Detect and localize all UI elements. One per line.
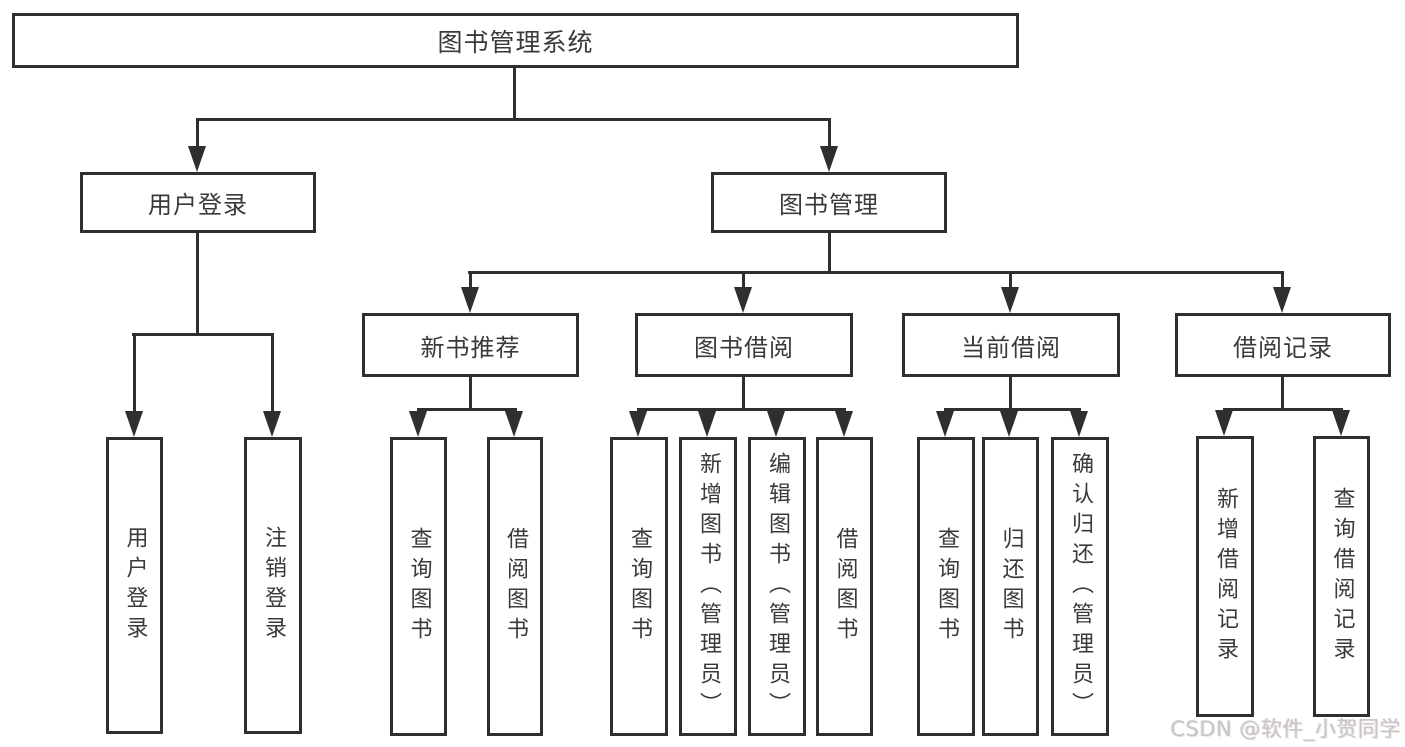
node-label: 查询图书: [406, 526, 432, 647]
connector-arrow: [629, 411, 647, 437]
node-label: 用户登录: [122, 525, 148, 646]
connector-line: [196, 118, 831, 121]
connector-line: [133, 333, 136, 413]
node-book-borrow: 图书借阅: [635, 313, 853, 377]
connector-arrow: [1215, 410, 1233, 436]
connector-line: [468, 271, 1283, 274]
connector-line: [637, 408, 846, 411]
node-label: 新增借阅记录: [1213, 486, 1238, 667]
connector-line: [828, 118, 831, 148]
connector-line: [417, 408, 517, 411]
connector-line: [196, 118, 199, 148]
node-label: 查询图书: [627, 526, 652, 647]
connector-arrow: [188, 146, 206, 172]
connector-line: [1223, 408, 1343, 411]
connector-arrow: [767, 411, 785, 437]
connector-arrow: [698, 411, 716, 437]
leaf-add-borrow-record: 新增借阅记录: [1196, 436, 1254, 717]
connector-arrow: [263, 411, 281, 437]
leaf-return-book: 归还图书: [982, 437, 1039, 736]
leaf-user-login: 用户登录: [106, 437, 163, 734]
watermark: CSDN @软件_小贺同学: [1170, 717, 1401, 741]
connector-arrow: [820, 146, 838, 172]
connector-line: [196, 233, 199, 333]
connector-line: [944, 408, 1081, 411]
node-label: 确认归还（管理员）: [1068, 451, 1093, 722]
node-user-login: 用户登录: [80, 172, 316, 233]
node-label: 查询图书: [934, 526, 959, 647]
connector-line: [132, 333, 274, 336]
leaf-borrow-books-recommend: 借阅图书: [487, 437, 543, 736]
leaf-query-books-borrow: 查询图书: [610, 437, 668, 736]
node-label: 新增图书（管理员）: [696, 451, 721, 722]
connector-arrow: [1001, 287, 1019, 313]
connector-arrow: [409, 411, 427, 437]
connector-line: [828, 233, 831, 271]
connector-line: [1009, 271, 1012, 289]
node-label: 注销登录: [261, 525, 286, 646]
connector-line: [1281, 377, 1284, 408]
connector-arrow: [936, 411, 954, 437]
connector-line: [742, 377, 745, 408]
connector-arrow: [835, 411, 853, 437]
node-label: 归还图书: [998, 526, 1024, 647]
connector-arrow: [734, 287, 752, 313]
node-label: 借阅图书: [503, 526, 528, 647]
connector-line: [469, 377, 472, 408]
node-label: 查询借阅记录: [1329, 486, 1355, 667]
connector-arrow: [125, 411, 143, 437]
connector-arrow: [1000, 411, 1018, 437]
node-new-book-recommend: 新书推荐: [362, 313, 579, 377]
leaf-logout: 注销登录: [244, 437, 302, 734]
node-borrow-records: 借阅记录: [1175, 313, 1391, 377]
connector-line: [742, 271, 745, 289]
leaf-edit-book-admin: 编辑图书（管理员）: [748, 437, 806, 736]
connector-arrow: [505, 411, 523, 437]
leaf-query-borrow-record: 查询借阅记录: [1313, 436, 1370, 717]
node-label: 编辑图书（管理员）: [765, 451, 790, 722]
connector-arrow: [1273, 287, 1291, 313]
leaf-query-books-current: 查询图书: [917, 437, 975, 736]
node-root: 图书管理系统: [12, 13, 1019, 68]
connector-line: [469, 271, 472, 289]
connector-line: [271, 333, 274, 413]
node-book-management: 图书管理: [711, 172, 947, 233]
leaf-confirm-return-admin: 确认归还（管理员）: [1051, 437, 1109, 736]
node-current-borrow: 当前借阅: [902, 313, 1120, 377]
leaf-borrow-books: 借阅图书: [816, 437, 873, 736]
connector-arrow: [1070, 411, 1088, 437]
connector-arrow: [461, 287, 479, 313]
connector-line: [1281, 271, 1284, 289]
leaf-add-book-admin: 新增图书（管理员）: [679, 437, 737, 736]
connector-line: [513, 68, 516, 118]
node-label: 借阅图书: [832, 526, 858, 647]
connector-arrow: [1332, 410, 1350, 436]
connector-line: [1009, 377, 1012, 408]
leaf-query-books-recommend: 查询图书: [390, 437, 447, 736]
